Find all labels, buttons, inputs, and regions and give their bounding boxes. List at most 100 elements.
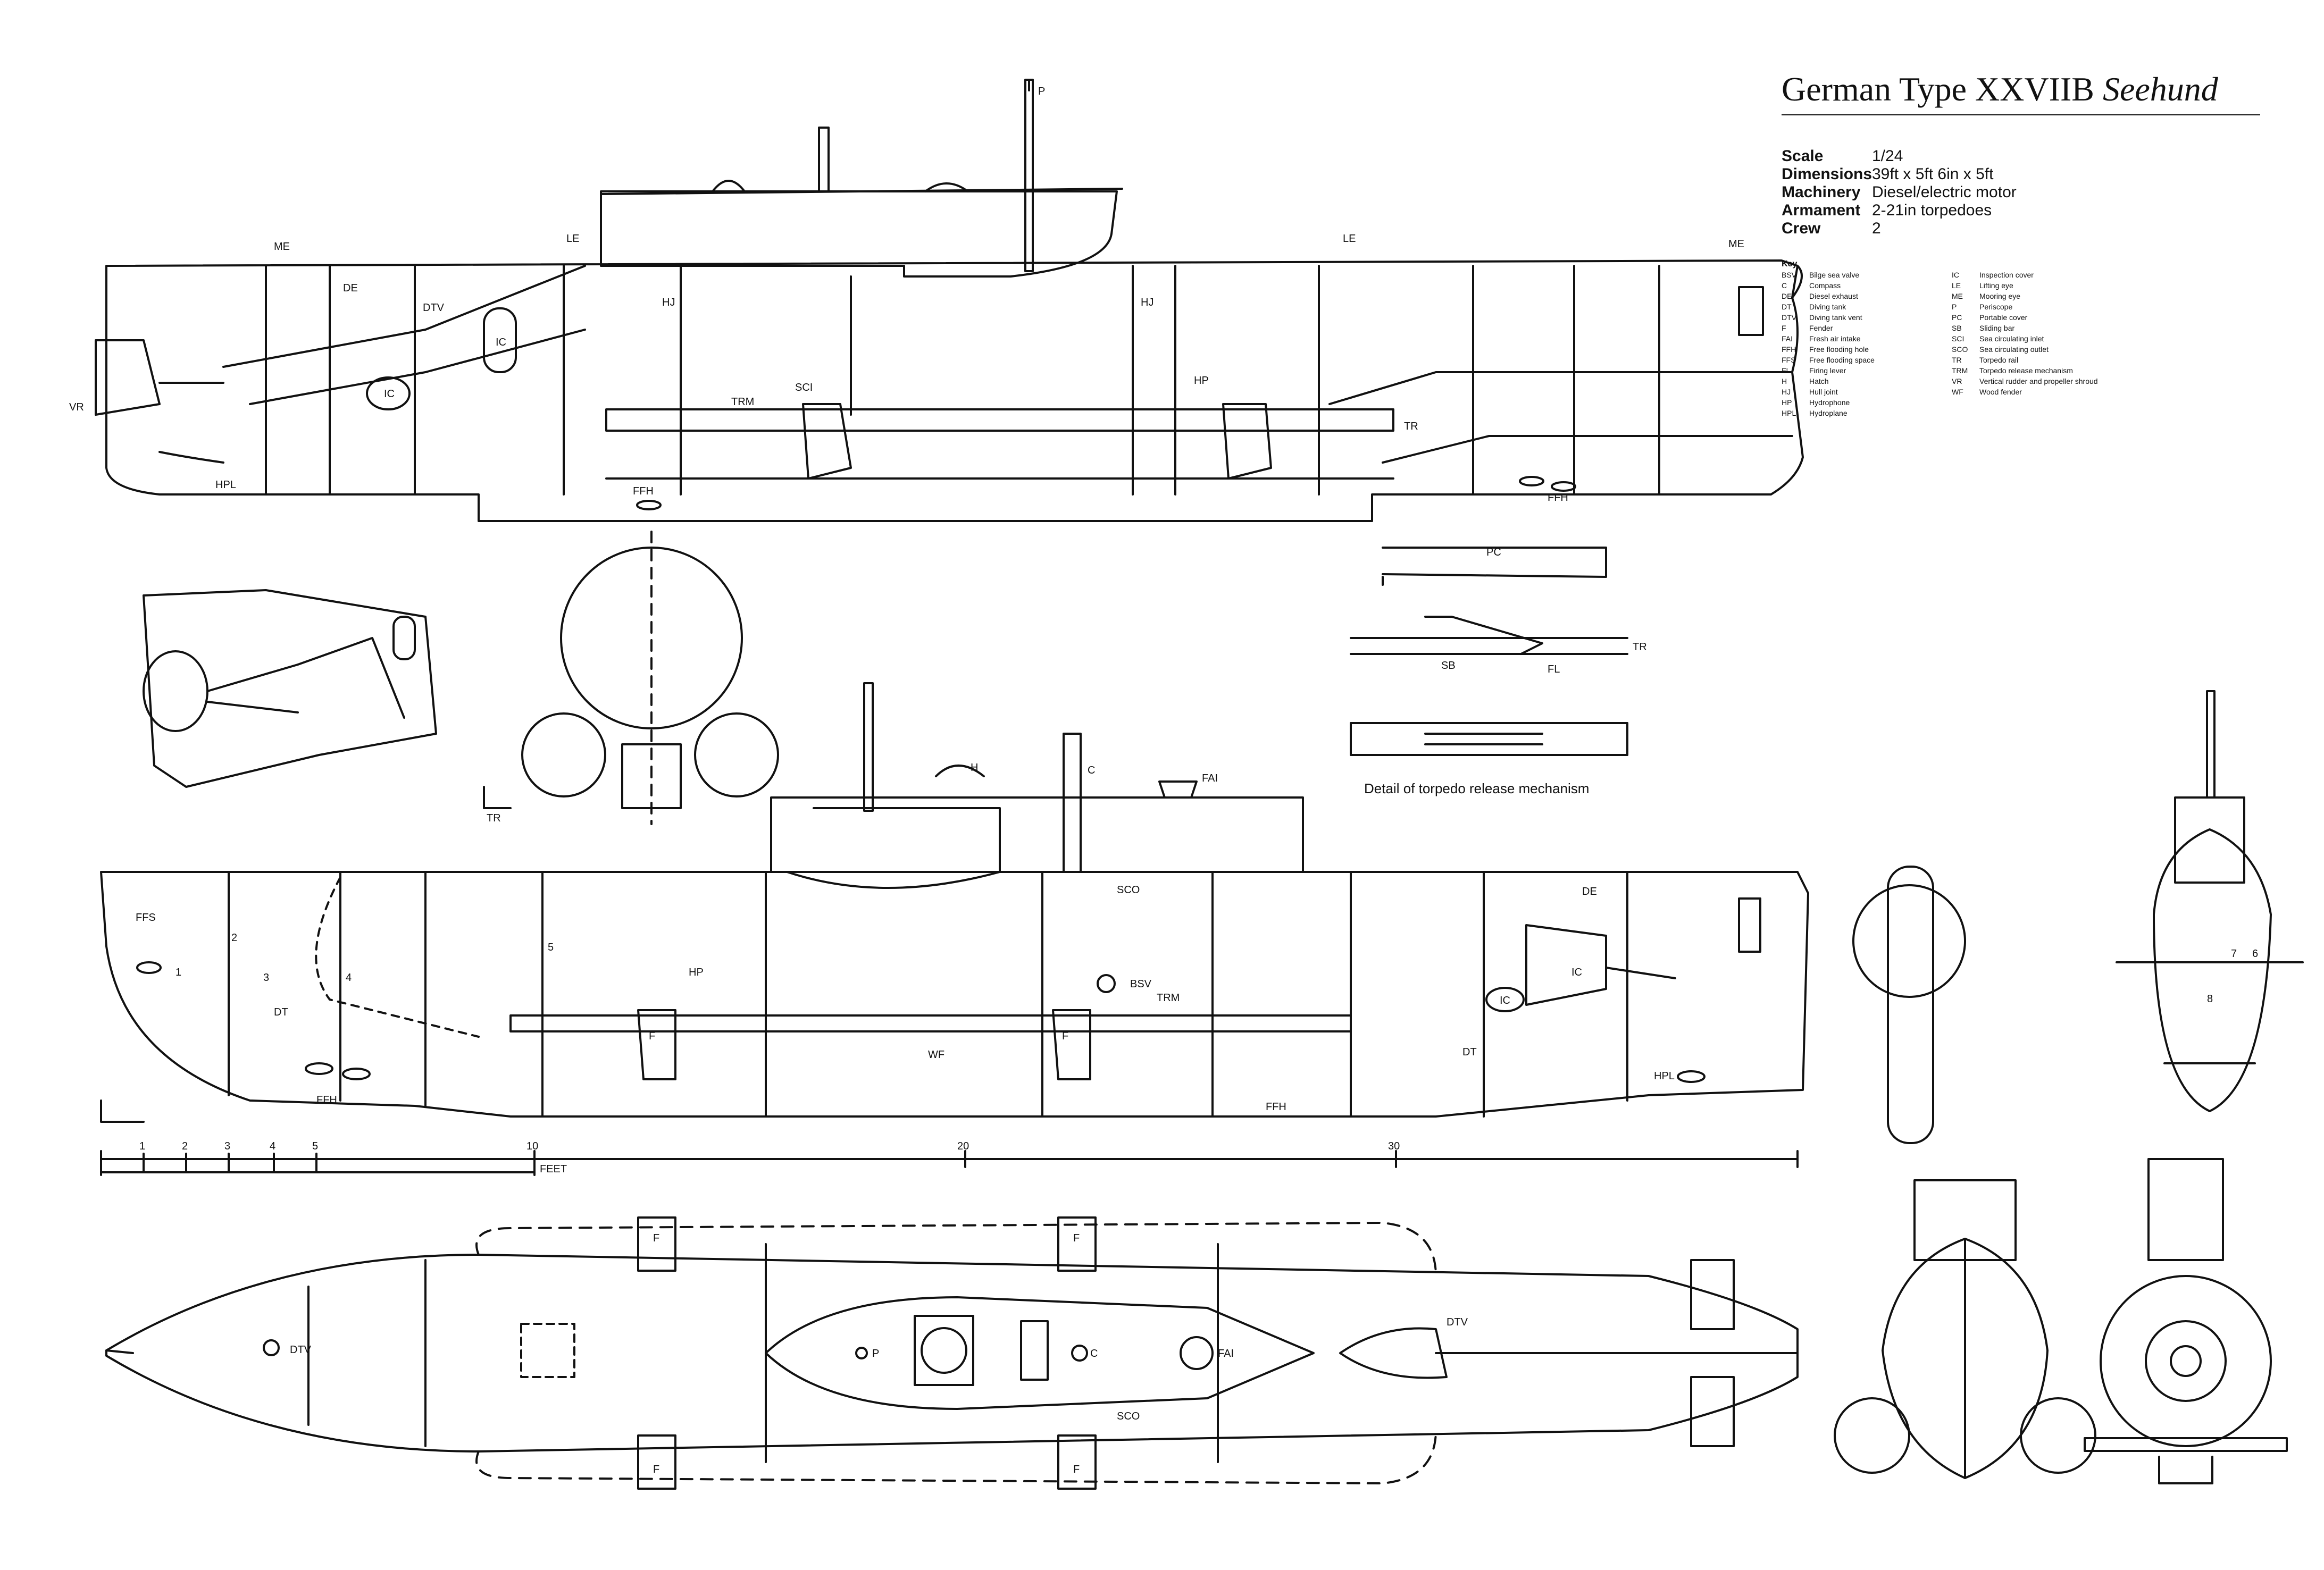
label-sco-mid: SCO <box>1117 884 1140 896</box>
key-abbreviation: F <box>1782 323 1786 332</box>
end-view-hull-bow <box>1882 1238 2049 1479</box>
key-abbreviation: DTV <box>1782 313 1796 322</box>
key-description: Mooring eye <box>1979 291 2021 300</box>
spec-label: Scale <box>1782 147 1824 165</box>
key-abbreviation: HJ <box>1782 387 1791 396</box>
key-abbreviation: H <box>1782 376 1787 385</box>
label-tr-detail: TR <box>1633 641 1647 653</box>
label-ffs: FFS <box>136 912 156 923</box>
label-hj-right: HJ <box>1141 297 1153 308</box>
label-bsv: BSV <box>1130 978 1152 990</box>
label-n1: 1 <box>175 967 181 978</box>
key-row: ME Mooring eye <box>1952 291 2106 301</box>
key-abbreviation: TR <box>1952 355 1962 364</box>
key-abbreviation: P <box>1952 302 1957 311</box>
label-h: H <box>971 762 978 774</box>
scale-tick-10: 10 <box>526 1140 538 1152</box>
label-me-left: ME <box>274 241 290 253</box>
key-abbreviation: TRM <box>1952 366 1968 375</box>
spec-row: Crew 2 <box>1782 220 2260 238</box>
key-description: Compass <box>1809 281 1841 290</box>
label-sco-plan: SCO <box>1117 1411 1140 1422</box>
key-abbreviation: ME <box>1952 291 1963 300</box>
key-row: TR Torpedo rail <box>1952 355 2106 365</box>
label-sci: SCI <box>795 382 813 393</box>
key-description: Fresh air intake <box>1809 334 1861 343</box>
top-periscope <box>1024 79 1034 272</box>
top-hatch <box>712 180 746 192</box>
spec-label: Crew <box>1782 219 1821 237</box>
label-fai-plan: FAI <box>1218 1348 1234 1359</box>
label-ic-tank: IC <box>1571 967 1582 978</box>
label-f-plan-tl: F <box>653 1232 659 1244</box>
label-n4: 4 <box>346 972 352 984</box>
label-n3: 3 <box>263 972 269 984</box>
spec-value: Diesel/electric motor <box>1872 183 2017 201</box>
key-description: Periscope <box>1979 302 2013 311</box>
label-f-plan-br: F <box>1073 1464 1080 1475</box>
page-title: German Type XXVIIB Seehund <box>1782 69 2260 110</box>
key-abbreviation: HPL <box>1782 408 1796 417</box>
label-trm-mid: TRM <box>1157 992 1180 1004</box>
spec-label: Armament <box>1782 201 1861 219</box>
label-tr-section: TR <box>487 812 501 824</box>
scale-unit: FEET <box>540 1163 567 1175</box>
title-main-text: German Type XXVIIB <box>1782 70 2094 108</box>
middle-hull-outline <box>100 871 1809 1118</box>
label-de-mid: DE <box>1582 886 1597 897</box>
key-abbreviation: DT <box>1782 302 1792 311</box>
label-f-plan-bl: F <box>653 1464 659 1475</box>
title-block: German Type XXVIIB Seehund Scale 1/24 Di… <box>1782 69 2260 418</box>
key-abbreviation: FFS <box>1782 355 1796 364</box>
label-p: P <box>1038 86 1045 97</box>
middle-snorkel <box>1063 733 1082 873</box>
label-p-plan: P <box>872 1348 879 1359</box>
middle-conning-tower <box>770 796 1304 873</box>
key-description: Firing lever <box>1809 366 1846 375</box>
label-ffh-mid-left: FFH <box>316 1094 337 1106</box>
key-description: Diving tank <box>1809 302 1846 311</box>
key-description: Bilge sea valve <box>1809 270 1860 279</box>
key-row: DT Diving tank <box>1782 301 1936 312</box>
label-me-right: ME <box>1728 238 1744 250</box>
key-description: Inspection cover <box>1979 270 2034 279</box>
label-dtv-top: DTV <box>423 302 445 314</box>
key-abbreviation: IC <box>1952 270 1959 279</box>
spec-row: Dimensions 39ft x 5ft 6in x 5ft <box>1782 165 2260 183</box>
label-n5: 5 <box>548 942 554 953</box>
scale-tick-3: 3 <box>224 1140 230 1152</box>
top-bow-curve <box>1791 265 1803 299</box>
label-le-left: LE <box>566 233 579 245</box>
key-description: Torpedo rail <box>1979 355 2019 364</box>
label-f-plan-tr: F <box>1073 1232 1080 1244</box>
cross-section-view <box>483 531 779 825</box>
key-description: Lifting eye <box>1979 281 2013 290</box>
scale-bar <box>100 1150 1799 1176</box>
label-f-mid-left: F <box>649 1030 655 1042</box>
key-description: Sliding bar <box>1979 323 2015 332</box>
label-pc: PC <box>1486 547 1501 558</box>
key-abbreviation: SCI <box>1952 334 1964 343</box>
middle-air-intake <box>1158 780 1198 799</box>
key-row: P Periscope <box>1952 301 2106 312</box>
label-n8: 8 <box>2207 993 2213 1005</box>
key-abbreviation: FAI <box>1782 334 1793 343</box>
label-tr-top: TR <box>1404 421 1418 432</box>
key-title: Key <box>1782 259 1798 268</box>
label-dt-left: DT <box>274 1006 288 1018</box>
top-hull-outline <box>105 259 1804 522</box>
detail-caption: Detail of torpedo release mechanism <box>1364 780 1590 796</box>
end-view-bow-circle <box>1852 884 1966 998</box>
spec-row: Armament 2-21in torpedoes <box>1782 202 2260 220</box>
